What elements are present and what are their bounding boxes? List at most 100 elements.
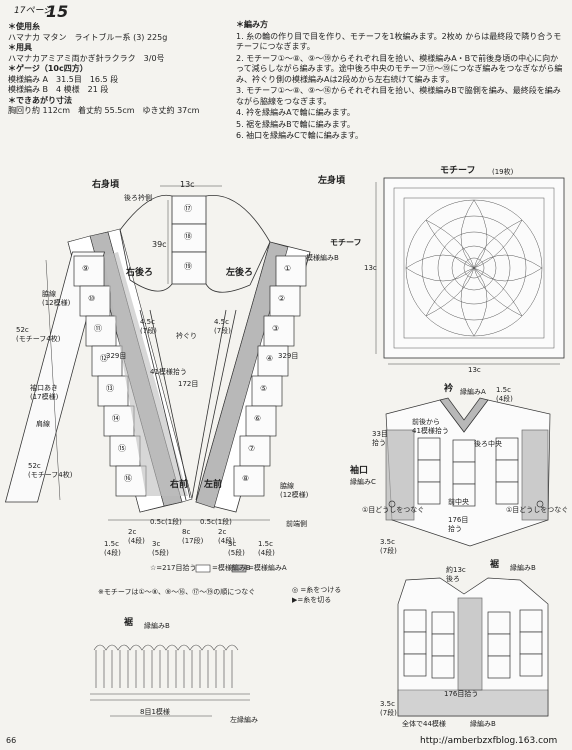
motif-12: ⑫ <box>100 354 108 363</box>
hem-title: 裾 <box>490 560 500 570</box>
left-body-label: 左身頃 <box>318 176 346 186</box>
method-title: ＊編み方 <box>236 20 268 29</box>
bottom-page-number: 66 <box>6 736 17 745</box>
motif-label: モチーフ <box>330 238 362 247</box>
motif-7: ⑦ <box>248 444 256 453</box>
motif-19: ⑲ <box>184 262 192 271</box>
chart-edge-pattern: 左縁編み <box>230 716 258 724</box>
motif-13: ⑬ <box>106 384 114 393</box>
shoulder-label: 肩線 <box>36 420 50 428</box>
step-4: 4. 衿を縁編みAで輪に編みます。 <box>236 108 355 117</box>
neck-45-left: 4.5c (7段) <box>214 318 231 335</box>
dimension-lines <box>45 185 270 521</box>
legend-pick: ☆=217目拾う <box>150 564 197 572</box>
motif-15: ⑮ <box>118 444 126 453</box>
sleeve-title: 袖口 <box>350 466 369 476</box>
front-pickup-label: 前端側 <box>286 520 307 528</box>
sleeve-pick: 33目 拾う <box>372 430 388 447</box>
dim-8: 8c (17段) <box>182 528 204 545</box>
footer-url[interactable]: http://amberbzxfblog.163.com <box>420 736 558 746</box>
hem-dim-35: 3.5c (7段) <box>380 700 397 717</box>
collar-dim-15: 1.5c (4段) <box>496 386 513 403</box>
motif-1: ① <box>284 264 292 273</box>
step-6: 6. 袖口を縁編みCで輪に編みます。 <box>236 131 363 140</box>
lower-52-label: 52c (モチーフ4枚) <box>28 462 73 479</box>
motif-10: ⑩ <box>88 294 96 303</box>
armhole-label: 袖口あき (17模様) <box>30 384 59 401</box>
legend-b-swatch <box>195 564 211 573</box>
step-2: 2. モチーフ①～⑧、⑨～⑲からそれぞれ目を拾い、模様編みA・Bで前後身頃の中心… <box>236 53 563 84</box>
right-back-label: 右後ろ <box>126 268 154 278</box>
front-center: 前中央 <box>448 498 469 506</box>
motif-count: (19枚) <box>492 168 514 176</box>
motif-size-h: 13c <box>468 366 481 374</box>
back-neck-label: 後ろ衿側 <box>124 194 152 202</box>
collar-edge-a: 縁編みA <box>460 388 486 396</box>
neck-line-label: 衿ぐり <box>176 332 197 340</box>
collar-dim-35: 3.5c (7段) <box>380 538 397 555</box>
attach-note: ◎ =糸をつける <box>292 586 342 594</box>
right-body-label: 右身頃 <box>92 180 120 190</box>
motif-14: ⑭ <box>112 414 120 423</box>
motif-2: ② <box>278 294 286 303</box>
motif-diagram <box>375 177 565 365</box>
right-grey-strip <box>104 252 188 496</box>
count-172-label: 172目 <box>178 380 199 388</box>
step-1: 1. 糸の輪の作り目で目を作り、モチーフを1枚編みます。2枚め からは最終段で隣… <box>236 31 562 52</box>
chart-title: 裾 <box>124 618 134 628</box>
neck-v <box>139 309 237 501</box>
hem-stitch-chart <box>90 644 250 717</box>
page-number: 15 <box>46 2 69 21</box>
collar-diagram <box>385 397 551 547</box>
left-back-label: 左後ろ <box>226 268 254 278</box>
front-pick: 前後から 41模様拾う <box>412 418 449 435</box>
collar-join-right: ①目どうしをつなぐ <box>362 506 425 514</box>
motif-9: ⑨ <box>82 264 90 273</box>
dim-05-right: 0.5c(1段) <box>150 518 182 526</box>
motif-16: ⑯ <box>124 474 132 483</box>
side-pattern-left: 脇線 (12模様) <box>280 482 309 499</box>
dim-15-left: 1.5c (4段) <box>258 540 275 557</box>
step-3: 3. モチーフ①～⑧、⑨～⑯からそれぞれ目を拾い、模様編みBで脇側を編み、最終段… <box>236 86 561 106</box>
pattern-b-label: 模様編みB <box>306 254 339 262</box>
left-front-label: 左前 <box>204 480 223 490</box>
motif-4: ④ <box>266 354 274 363</box>
tools-text: ハマナカアミアミ両かぎ針ラクラク 3/0号 <box>8 53 165 63</box>
chart-edge-b: 縁編みB <box>144 622 170 630</box>
page-label: 17ページ <box>14 6 53 16</box>
dim-3-left: 3c (5段) <box>228 540 245 557</box>
motif-8: ⑧ <box>242 474 250 483</box>
length-52-label: 52c (モチーフ4枚) <box>16 326 61 343</box>
size-text: 胸回り約 112cm 着丈約 55.5cm ゆき丈約 37cm <box>8 106 200 115</box>
chart-repeat: 8目1模様 <box>140 708 170 716</box>
hem-pick-30: 約13c 後ろ <box>446 566 466 583</box>
tools-title: ＊用具 <box>8 43 32 52</box>
hem-edge-b: 縁編みB <box>510 564 536 572</box>
dim-15-right: 1.5c (4段) <box>104 540 121 557</box>
size-title: ＊できあがり寸法 <box>8 95 72 105</box>
yarn-text: ハマナカ マタン ライトブルー系 (3) 225g <box>8 32 168 42</box>
back-center-motifs <box>171 195 207 285</box>
sleeve-edge-c: 縁編みC <box>350 478 376 486</box>
gauge-title: ＊ゲージ（10c四方） <box>8 64 88 73</box>
dim-2-left: 2c (4段) <box>218 528 235 545</box>
gauge-b: 模様編み B 4 模様 21 段 <box>8 85 109 94</box>
back-center: 後ろ中央 <box>474 440 502 448</box>
back-shoulders <box>119 194 271 293</box>
motif-6: ⑥ <box>254 414 262 423</box>
dim-05-left: 0.5c(1段) <box>200 518 232 526</box>
motif-order-note: ※モチーフは①～⑧、⑨～⑯、⑰～⑲の順につなぐ <box>98 588 256 596</box>
motif-17: ⑰ <box>184 204 192 213</box>
cut-note: ▶=糸を切る <box>292 596 332 604</box>
motif-5: ⑤ <box>260 384 268 393</box>
hem-diagram <box>397 577 549 717</box>
hem-total: 全体で44模様 <box>402 720 446 728</box>
side-pattern-label: 脇線 (12模様) <box>42 290 71 307</box>
motif-18: ⑱ <box>184 232 192 241</box>
motif-title: モチーフ <box>440 166 476 176</box>
collar-count-176: 176目 拾う <box>448 516 469 533</box>
spec-block: ＊使用糸 ハマナカ マタン ライトブルー系 (3) 225g ＊用具 ハマナカア… <box>8 22 228 117</box>
motif-size-v: 13c <box>364 264 377 272</box>
collar-title: 衿 <box>444 384 454 394</box>
